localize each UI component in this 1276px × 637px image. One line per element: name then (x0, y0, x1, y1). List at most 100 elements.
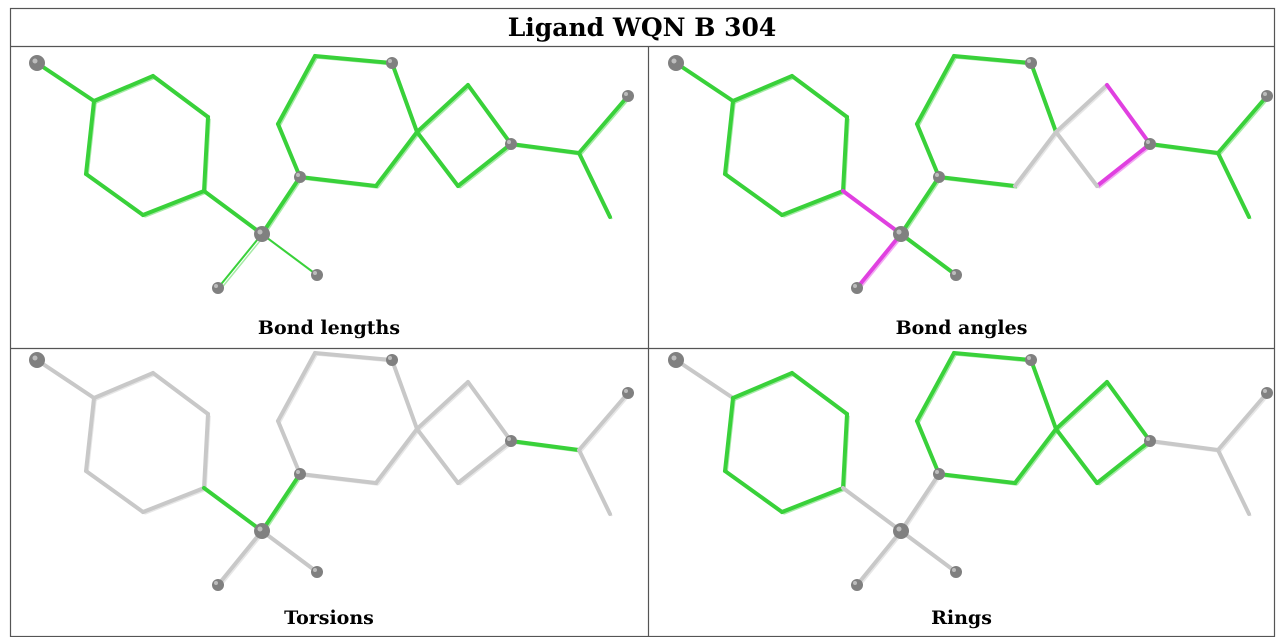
bond-8 (260, 175, 302, 236)
atom-highlight (952, 568, 956, 572)
bond-shadow-0 (38, 361, 97, 401)
bond-shadow-4 (144, 192, 207, 218)
bond-2 (790, 74, 849, 119)
atom-highlight (214, 581, 218, 585)
bond-shadow-15 (418, 383, 471, 432)
bond-shadow-23 (263, 235, 320, 278)
bond-shadow-21 (580, 451, 613, 517)
atom-highlight (313, 271, 317, 275)
bond-19 (1148, 439, 1220, 452)
atom-sphere (311, 566, 323, 578)
atom-sphere (505, 138, 517, 150)
bond-3 (841, 412, 849, 490)
bond-shadow-19 (1151, 145, 1221, 156)
bond-15 (1054, 380, 1109, 431)
bond-shadow-16 (469, 383, 514, 444)
bond-8 (899, 472, 941, 533)
atom-sphere (668, 55, 684, 71)
bond-17 (1095, 439, 1152, 485)
bond-21 (1216, 151, 1251, 219)
bond-shadow-5 (726, 472, 785, 515)
bond-4 (141, 189, 206, 217)
bond-9 (937, 175, 1017, 188)
atom-sphere (294, 171, 306, 183)
bond-16 (466, 380, 513, 443)
bond-shadow-21 (1219, 154, 1252, 220)
bond-6 (84, 99, 96, 176)
bond-7 (841, 189, 903, 236)
bond-5 (84, 469, 145, 514)
bond-7 (841, 486, 903, 533)
bond-shadow-13 (918, 354, 957, 424)
bond-shadow-19 (512, 145, 582, 156)
bond-shadow-11 (393, 361, 420, 432)
bond-shadow-21 (1219, 451, 1252, 517)
bond-20 (577, 391, 630, 452)
bond-shadow-14 (918, 125, 942, 180)
bond-shadow-4 (144, 489, 207, 515)
atom-sphere (294, 468, 306, 480)
bond-shadow-0 (38, 64, 97, 104)
bond-6 (723, 396, 735, 473)
bond-shadow-11 (1032, 64, 1059, 135)
bond-shadow-18 (418, 133, 461, 189)
bond-12 (313, 54, 394, 65)
bond-shadow-8 (902, 475, 942, 534)
bond-22 (855, 232, 903, 290)
bond-shadow-1 (95, 374, 156, 401)
bond-8 (260, 472, 302, 533)
atom-sphere (386, 57, 398, 69)
atom-highlight (1146, 437, 1150, 441)
atom-highlight (935, 173, 939, 177)
bond-17 (456, 142, 513, 188)
bond-shadow-17 (459, 442, 514, 486)
bond-shadow-7 (844, 192, 904, 237)
bond-3 (202, 115, 210, 193)
bond-21 (577, 151, 612, 219)
bond-13 (276, 351, 317, 423)
atom-highlight (388, 356, 392, 360)
bond-shadow-13 (918, 57, 957, 127)
bond-10 (1013, 427, 1058, 485)
bond-shadow-5 (87, 472, 146, 515)
panel-rings: Rings (649, 349, 1274, 637)
bond-14 (915, 419, 941, 476)
bond-23 (261, 233, 318, 276)
atom-sphere (851, 579, 863, 591)
bond-shadow-12 (316, 354, 395, 363)
bond-12 (313, 351, 394, 362)
bond-shadow-9 (940, 178, 1018, 189)
atom-sphere (933, 171, 945, 183)
bond-13 (276, 54, 317, 126)
bond-0 (35, 61, 96, 103)
bond-shadow-23 (902, 235, 959, 278)
bond-shadow-7 (205, 192, 265, 237)
bond-shadow-23 (902, 532, 959, 575)
bond-21 (1216, 448, 1251, 516)
bond-shadow-3 (205, 415, 211, 491)
bond-shadow-10 (377, 133, 420, 189)
atom-highlight (896, 526, 902, 532)
atom-highlight (853, 284, 857, 288)
bond-shadow-6 (726, 102, 736, 177)
bond-18 (415, 130, 460, 188)
bond-15 (415, 83, 470, 134)
panel-bond-angles: Bond angles (649, 47, 1274, 348)
atom-highlight (32, 58, 38, 64)
atom-highlight (296, 173, 300, 177)
bond-shadow-23 (263, 532, 320, 575)
bond-shadow-10 (1016, 430, 1059, 486)
bond-shadow-22 (858, 235, 904, 291)
bond-shadow-2 (154, 77, 211, 120)
bond-shadow-7 (844, 489, 904, 534)
atom-sphere (950, 269, 962, 281)
bond-6 (84, 396, 96, 473)
atom-sphere (29, 352, 45, 368)
bond-2 (151, 371, 210, 416)
bond-shadow-16 (469, 86, 514, 147)
atom-sphere (212, 579, 224, 591)
bond-shadow-9 (301, 475, 379, 486)
bond-shadow-11 (393, 64, 420, 135)
bond-7 (202, 189, 264, 236)
atom-highlight (257, 229, 263, 235)
